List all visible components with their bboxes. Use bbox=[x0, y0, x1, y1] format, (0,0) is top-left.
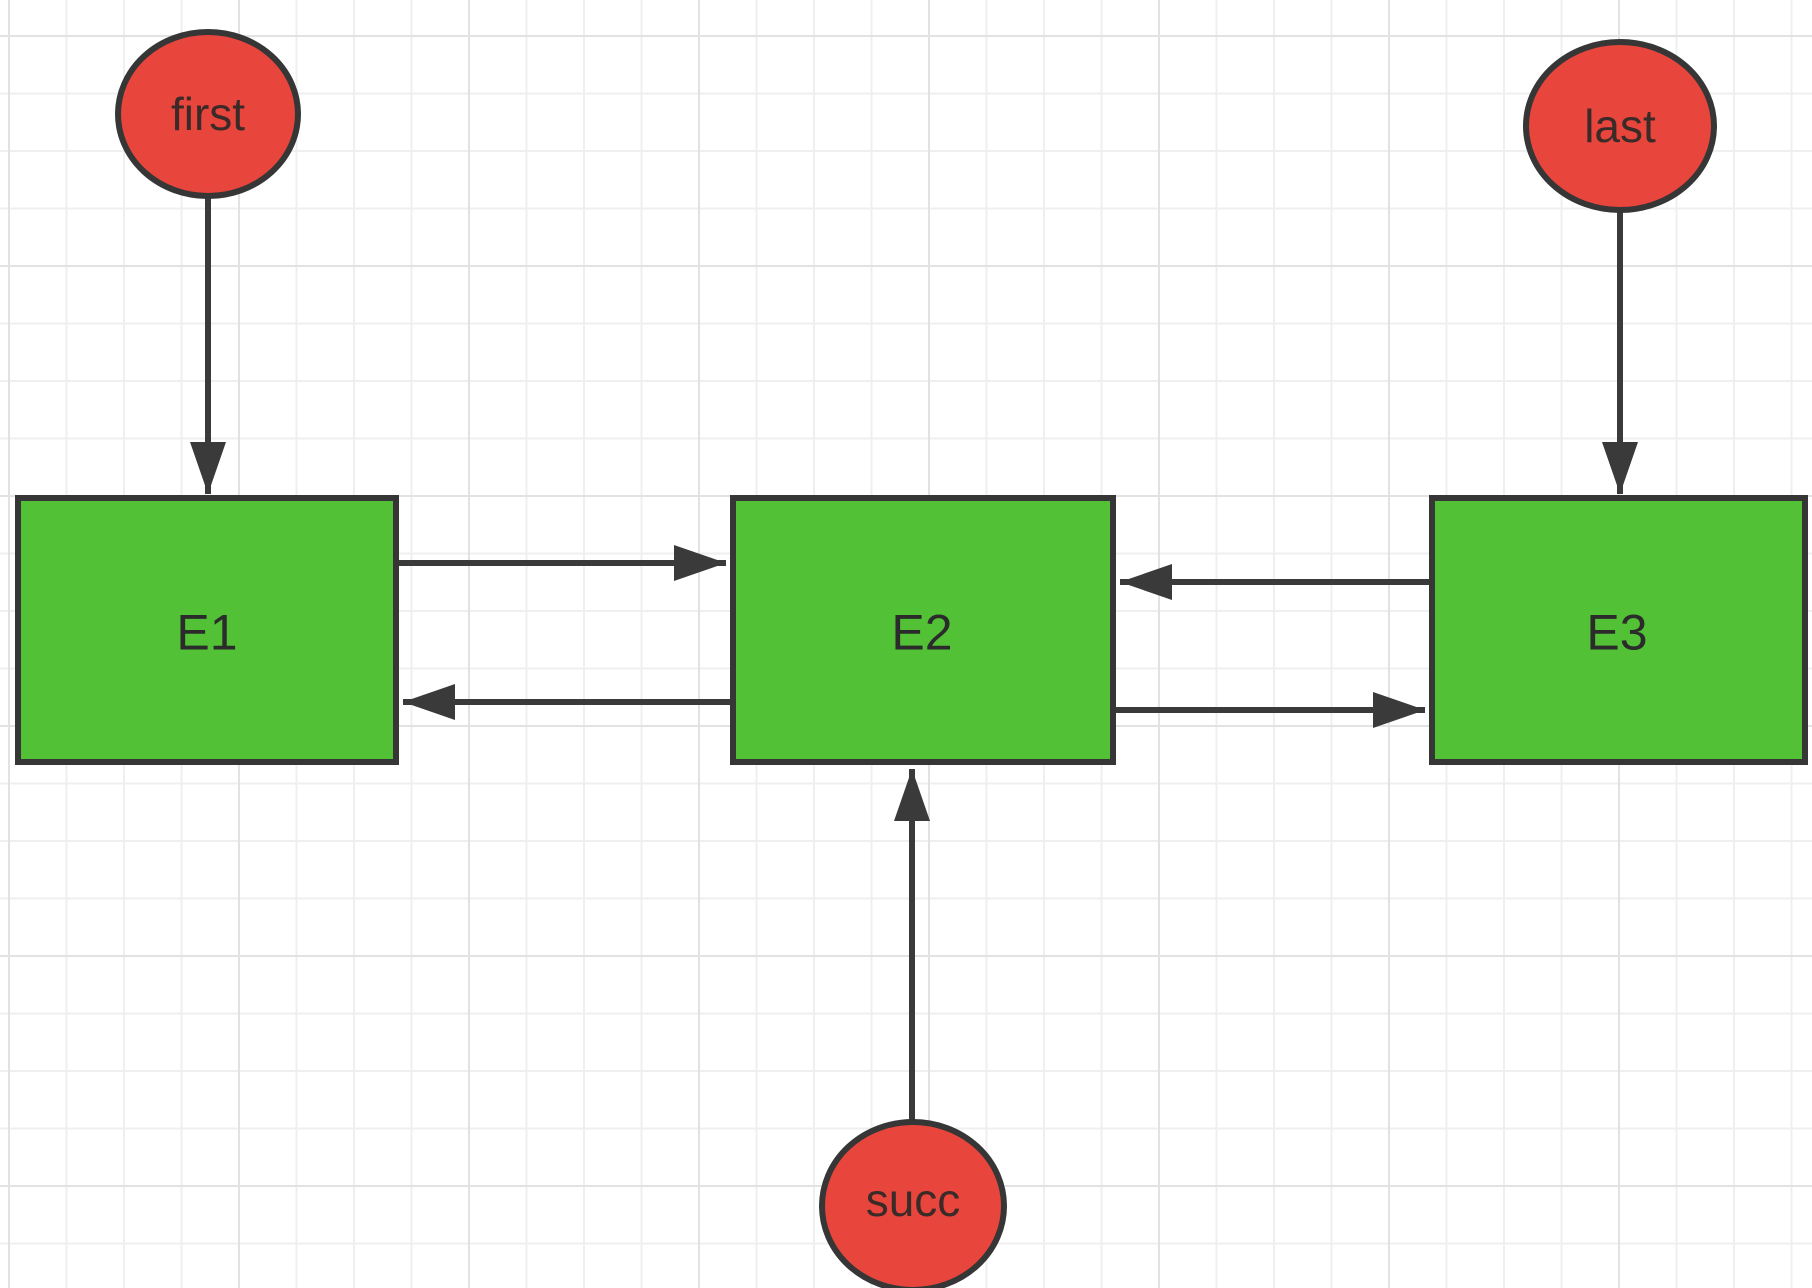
node-e3-label: E3 bbox=[1586, 605, 1647, 661]
node-e1[interactable] bbox=[15, 495, 399, 765]
pointer-succ-circle[interactable] bbox=[819, 1119, 1007, 1288]
node-e2[interactable] bbox=[730, 495, 1116, 765]
node-e3[interactable] bbox=[1429, 495, 1808, 765]
node-e2-label: E2 bbox=[891, 605, 952, 661]
pointer-first-circle[interactable] bbox=[115, 29, 301, 199]
pointer-first-label: first bbox=[171, 88, 245, 140]
pointer-succ-label: succ bbox=[866, 1174, 961, 1226]
pointer-last-circle[interactable] bbox=[1523, 39, 1717, 213]
node-e1-label: E1 bbox=[176, 605, 237, 661]
pointer-last-label: last bbox=[1584, 100, 1656, 152]
